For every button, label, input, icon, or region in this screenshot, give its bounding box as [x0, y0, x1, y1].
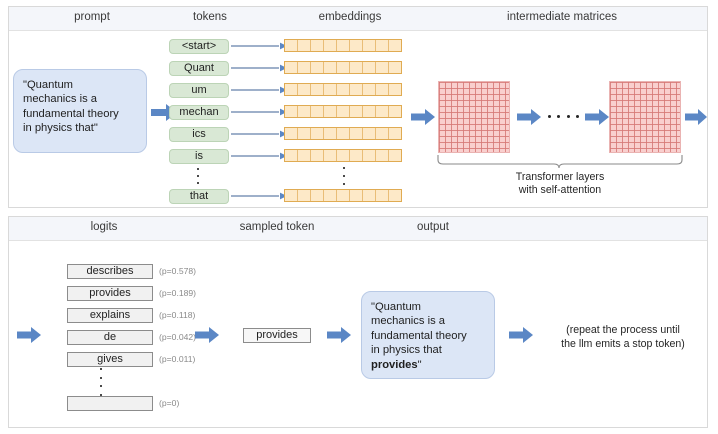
token-chip-0: <start>	[169, 39, 229, 54]
embedding-row-4	[284, 127, 402, 140]
bottom-header-row: logits sampled token output	[9, 217, 707, 241]
arrow-logits-to-sampled	[195, 327, 219, 343]
output-line-4: in physics that	[371, 344, 442, 357]
logit-prob-4: (p=0.011)	[159, 354, 196, 364]
arrow-into-logits	[17, 327, 41, 343]
arrow-matrix-0-out	[517, 109, 541, 125]
embedding-row-5	[284, 149, 402, 162]
output-trailing-quote: "	[417, 358, 422, 371]
transformer-caption-line-2: with self-attention	[518, 184, 602, 197]
connector-token-2	[231, 85, 287, 95]
column-header-intermediate-matrices: intermediate matrices	[507, 11, 617, 23]
token-chip-3: mechan	[169, 105, 229, 120]
logit-box-2: explains	[67, 308, 153, 323]
column-header-output: output	[417, 221, 449, 233]
connector-token-0	[231, 41, 287, 51]
logit-prob-3: (p=0.042)	[159, 332, 197, 342]
output-line-1: "Quantum	[371, 301, 421, 313]
transformer-caption: Transformer layers with self-attention	[436, 171, 684, 198]
embedding-row-1	[284, 61, 402, 74]
intermediate-matrix-1	[609, 81, 681, 153]
embedding-row-6	[284, 189, 402, 202]
logit-prob-1: (p=0.189)	[159, 288, 197, 298]
top-pipeline-panel: prompt tokens embeddings intermediate ma…	[8, 6, 708, 208]
logit-box-1: provides	[67, 286, 153, 301]
token-chip-4: ics	[169, 127, 229, 142]
intermediate-matrix-0	[438, 81, 510, 153]
token-chip-5: is	[169, 149, 229, 164]
connector-token-4	[231, 129, 287, 139]
token-chip-6: that	[169, 189, 229, 204]
sampled-token-box: provides	[243, 328, 311, 343]
logits-ellipsis	[100, 368, 102, 396]
token-chip-1: Quant	[169, 61, 229, 76]
connector-token-3	[231, 107, 287, 117]
logit-box-0: describes	[67, 264, 153, 279]
column-header-embeddings: embeddings	[318, 11, 382, 23]
logit-prob-2: (p=0.118)	[159, 310, 196, 320]
column-header-prompt: prompt	[74, 11, 110, 23]
embeddings-ellipsis	[343, 167, 345, 185]
column-header-tokens: tokens	[193, 11, 227, 23]
transformer-brace	[436, 155, 684, 169]
repeat-process-note: (repeat the process until the llm emits …	[543, 324, 703, 351]
logit-prob-5: (p=0)	[159, 398, 180, 408]
transformer-caption-line-1: Transformer layers	[515, 171, 605, 183]
column-header-logits: logits	[90, 221, 118, 233]
logit-prob-0: (p=0.578)	[159, 266, 197, 276]
output-line-2: mechanics is a	[371, 315, 445, 328]
token-chip-2: um	[169, 83, 229, 98]
output-generated-token: provides	[371, 358, 418, 371]
prompt-line-3: fundamental theory	[23, 107, 119, 120]
arrow-sampled-to-output	[327, 327, 351, 343]
top-header-row: prompt tokens embeddings intermediate ma…	[9, 7, 707, 31]
arrow-matrix-1-out	[685, 109, 707, 125]
prompt-line-1: "Quantum	[23, 79, 73, 91]
logit-box-5	[67, 396, 153, 411]
column-header-sampled-token: sampled token	[239, 221, 315, 233]
matrices-ellipsis	[548, 113, 588, 119]
connector-token-1	[231, 63, 287, 73]
connector-token-5	[231, 151, 287, 161]
bottom-panel-body: describes (p=0.578) provides (p=0.189) e…	[9, 241, 707, 427]
arrow-dots-to-matrix-1	[585, 109, 609, 125]
prompt-line-2: mechanics is a	[23, 93, 97, 106]
prompt-text-box: "Quantum mechanics is a fundamental theo…	[13, 69, 147, 153]
connector-token-6	[231, 191, 287, 201]
arrow-output-to-repeat	[509, 327, 533, 343]
logit-box-4: gives	[67, 352, 153, 367]
top-panel-body: "Quantum mechanics is a fundamental theo…	[9, 31, 707, 207]
output-text-box: "Quantum mechanics is a fundamental theo…	[361, 291, 495, 379]
output-line-3: fundamental theory	[371, 329, 467, 342]
tokens-ellipsis	[197, 168, 199, 184]
embedding-row-3	[284, 105, 402, 118]
bottom-pipeline-panel: logits sampled token output describes (p…	[8, 216, 708, 428]
prompt-line-4: in physics that"	[23, 122, 98, 135]
logit-box-3: de	[67, 330, 153, 345]
arrow-embeddings-to-matrix	[411, 109, 435, 125]
repeat-note-line-1: (repeat the process until	[566, 324, 680, 336]
repeat-note-line-2: the llm emits a stop token)	[561, 337, 685, 350]
embedding-row-0	[284, 39, 402, 52]
embedding-row-2	[284, 83, 402, 96]
output-line-5: provides"	[371, 358, 485, 372]
